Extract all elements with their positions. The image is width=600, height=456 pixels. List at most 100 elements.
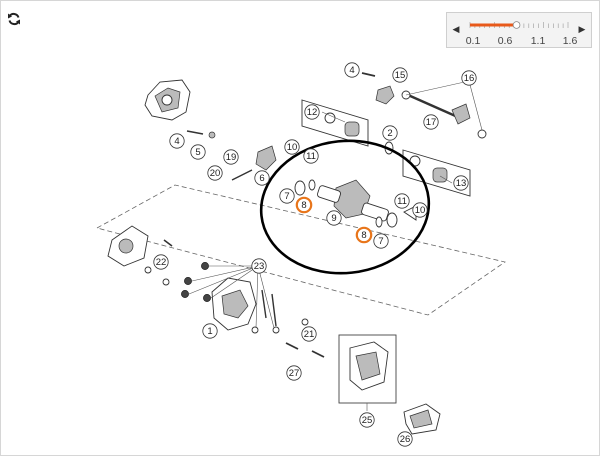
callout-20[interactable]: 20 <box>207 165 223 181</box>
attention-circle <box>259 139 431 275</box>
callout-circle <box>153 254 169 270</box>
callout-circle <box>303 148 319 164</box>
zoom-tick-label: 1.6 <box>562 35 578 47</box>
callout-21[interactable]: 21 <box>301 326 317 342</box>
callout-8[interactable]: 8 <box>295 196 313 214</box>
callout-circle <box>304 104 320 120</box>
zoom-in-arrow[interactable]: ▶ <box>578 25 586 35</box>
callout-circle <box>392 67 408 83</box>
zoom-slider-control: ◀ 0.1 0.6 1.1 1.6 ▶ <box>446 12 592 48</box>
callout-number: 27 <box>289 368 300 379</box>
callout-12[interactable]: 12 <box>304 104 320 120</box>
callout-9[interactable]: 9 <box>326 210 342 226</box>
callout-25[interactable]: 25 <box>359 412 375 428</box>
callout-4[interactable]: 4 <box>344 62 360 78</box>
callout-circle <box>279 188 295 204</box>
callout-circle <box>301 326 317 342</box>
callout-4[interactable]: 4 <box>169 133 185 149</box>
callout-23[interactable]: 23 <box>251 258 267 274</box>
callout-circle <box>202 323 218 339</box>
zoom-slider-handle[interactable] <box>512 21 521 29</box>
callout-circle <box>251 258 267 274</box>
callout-19[interactable]: 19 <box>223 149 239 165</box>
callout-5[interactable]: 5 <box>190 144 206 160</box>
zoom-tick-labels: 0.1 0.6 1.1 1.6 <box>465 35 578 47</box>
callout-11[interactable]: 11 <box>303 148 319 164</box>
callout-circle <box>373 233 389 249</box>
assembly-outline <box>95 184 506 316</box>
callout-16[interactable]: 16 <box>461 70 477 86</box>
callout-circle <box>295 196 313 214</box>
callout-circle <box>286 365 302 381</box>
callout-22[interactable]: 22 <box>153 254 169 270</box>
callout-circle <box>190 144 206 160</box>
callout-15[interactable]: 15 <box>392 67 408 83</box>
callout-circle <box>326 210 342 226</box>
callout-circle <box>412 202 428 218</box>
callout-7[interactable]: 7 <box>373 233 389 249</box>
callout-number: 26 <box>400 434 411 445</box>
callout-number: 7 <box>284 191 289 202</box>
callout-circle <box>169 133 185 149</box>
callout-7[interactable]: 7 <box>279 188 295 204</box>
part-drawings <box>107 72 487 435</box>
callout-number: 11 <box>397 196 407 207</box>
callout-number: 10 <box>415 205 426 216</box>
callout-circle <box>355 226 373 244</box>
callout-circle <box>254 170 270 186</box>
callout-number: 1 <box>207 326 212 337</box>
callout-number: 4 <box>349 65 354 76</box>
callout-circle <box>397 431 413 447</box>
zoom-slider-track[interactable] <box>469 21 569 29</box>
callout-10[interactable]: 10 <box>284 139 300 155</box>
callout-number: 7 <box>378 236 383 247</box>
callout-circle <box>382 125 398 141</box>
callout-26[interactable]: 26 <box>397 431 413 447</box>
zoom-tick-label: 0.6 <box>497 35 513 47</box>
callout-number: 23 <box>254 261 265 272</box>
callout-8[interactable]: 8 <box>355 226 373 244</box>
callout-number: 16 <box>464 73 475 84</box>
callout-2[interactable]: 2 <box>382 125 398 141</box>
callout-number: 11 <box>306 151 316 162</box>
callout-10[interactable]: 10 <box>412 202 428 218</box>
callout-circle <box>359 412 375 428</box>
callout-number: 8 <box>361 230 366 241</box>
callout-27[interactable]: 27 <box>286 365 302 381</box>
callout-circle <box>284 139 300 155</box>
callout-circle <box>207 165 223 181</box>
callout-number: 9 <box>331 213 336 224</box>
refresh-icon[interactable] <box>7 12 21 26</box>
callout-circle <box>461 70 477 86</box>
zoom-out-arrow[interactable]: ◀ <box>452 25 460 35</box>
callout-11[interactable]: 11 <box>394 193 410 209</box>
callout-17[interactable]: 17 <box>423 114 439 130</box>
callout-number: 10 <box>287 142 298 153</box>
callout-circle <box>394 193 410 209</box>
callout-circle <box>344 62 360 78</box>
zoom-tick-label: 1.1 <box>530 35 546 47</box>
callout-number: 20 <box>210 168 221 179</box>
callout-number: 13 <box>456 178 467 189</box>
callout-6[interactable]: 6 <box>254 170 270 186</box>
callout-circle <box>453 175 469 191</box>
leader-lines <box>188 80 483 411</box>
callout-13[interactable]: 13 <box>453 175 469 191</box>
callout-number: 15 <box>395 70 406 81</box>
callout-number: 17 <box>426 117 437 128</box>
callout-number: 2 <box>387 128 392 139</box>
callout-number: 12 <box>307 107 318 118</box>
callout-number: 19 <box>226 152 237 163</box>
callout-number: 25 <box>362 415 373 426</box>
zoom-slider-fill <box>470 23 517 27</box>
callout-number: 8 <box>301 200 306 211</box>
callout-circle <box>223 149 239 165</box>
callout-1[interactable]: 1 <box>202 323 218 339</box>
callout-number: 5 <box>195 147 200 158</box>
callout-number: 21 <box>304 329 315 340</box>
callout-number: 6 <box>259 173 264 184</box>
callout-number: 4 <box>174 136 179 147</box>
zoom-tick-label: 0.1 <box>465 35 481 47</box>
